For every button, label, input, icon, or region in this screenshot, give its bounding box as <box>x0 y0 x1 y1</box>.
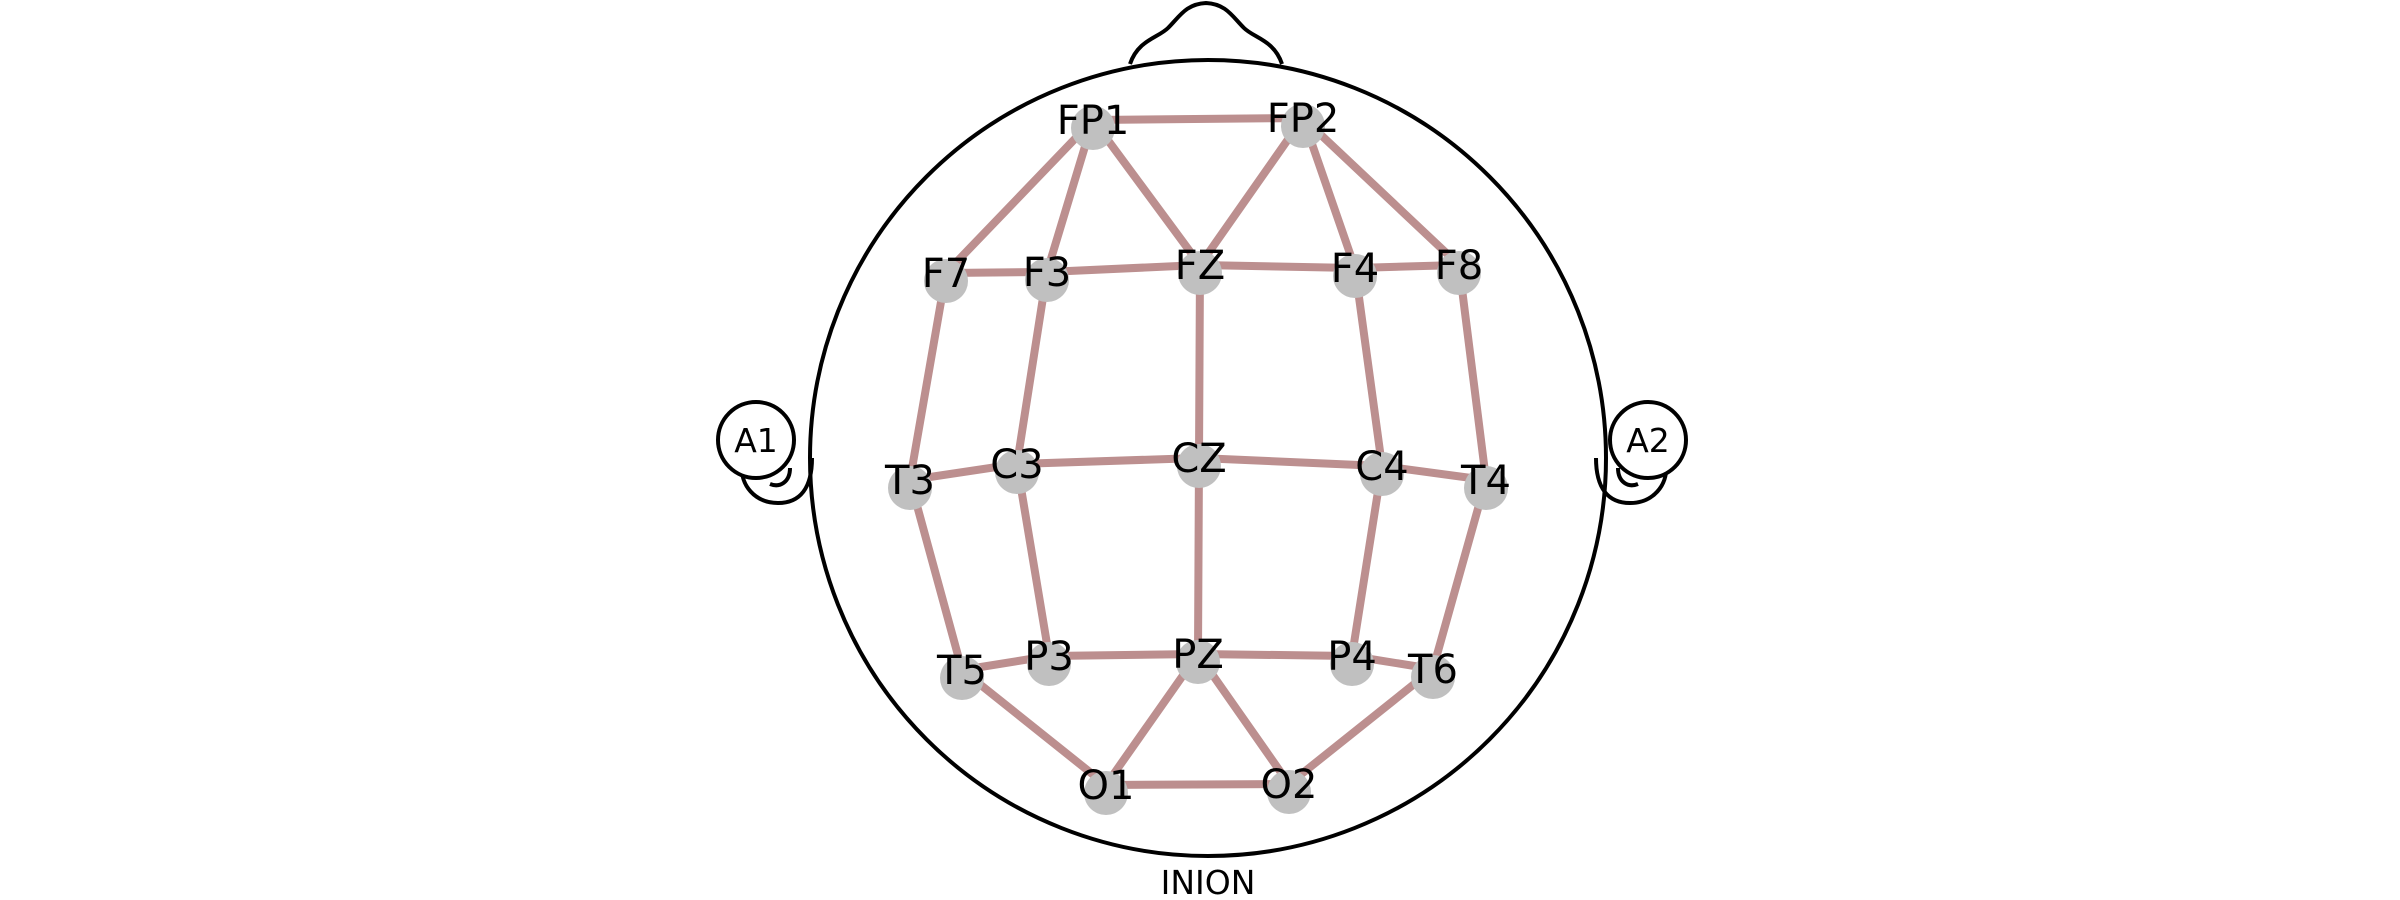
electrode-label-fp2: FP2 <box>1267 96 1340 142</box>
electrode-o1: O1 <box>1078 763 1135 815</box>
electrode-f8: F8 <box>1435 243 1483 295</box>
electrode-t6: T6 <box>1407 647 1458 699</box>
electrode-dot-p4 <box>1330 642 1374 686</box>
electrode-label-t4: T4 <box>1460 458 1511 504</box>
electrode-p3: P3 <box>1024 634 1074 686</box>
connection-f4-c4 <box>1351 264 1386 470</box>
left-ear-lobe <box>739 457 814 506</box>
electrode-dot-fp2 <box>1281 104 1325 148</box>
electrode-dot-t3 <box>888 466 932 510</box>
electrode-dot-f3 <box>1025 258 1069 302</box>
electrode-label-t5: T5 <box>936 648 987 694</box>
electrode-dot-f8 <box>1437 251 1481 295</box>
connection-fp2-f8 <box>1299 114 1463 269</box>
connection-fp1-fp2 <box>1089 114 1307 124</box>
connection-t5-o1 <box>958 666 1110 789</box>
right-ear-inner <box>1616 467 1639 488</box>
electrode-label-o2: O2 <box>1261 762 1318 808</box>
electrode-t5: T5 <box>936 648 987 700</box>
left-ear-inner <box>769 467 792 488</box>
electrode-pz: PZ <box>1172 632 1224 684</box>
connection-t3-t5 <box>906 476 966 674</box>
right-ear-label: A2 <box>1626 421 1670 460</box>
electrode-f3: F3 <box>1023 250 1071 302</box>
electrode-label-f4: F4 <box>1331 246 1379 292</box>
electrode-dot-o1 <box>1084 771 1128 815</box>
connection-o1-o2 <box>1102 780 1293 789</box>
electrode-dot-c4 <box>1360 452 1404 496</box>
electrode-dot-c3 <box>995 450 1039 494</box>
connection-c4-p4 <box>1348 462 1386 660</box>
electrode-label-t6: T6 <box>1407 647 1458 693</box>
electrode-dot-t6 <box>1411 655 1455 699</box>
connection-f3-c3 <box>1013 268 1051 468</box>
electrode-label-fp1: FP1 <box>1057 98 1130 144</box>
electrode-dot-f7 <box>924 259 968 303</box>
electrode-t3: T3 <box>884 458 935 510</box>
electrode-fp2: FP2 <box>1267 96 1340 148</box>
electrode-fp1: FP1 <box>1057 98 1130 150</box>
electrode-label-f8: F8 <box>1435 243 1483 289</box>
right-ear-lobe <box>1594 457 1669 506</box>
connection-cz-c4 <box>1195 454 1386 470</box>
connection-fp1-f7 <box>942 116 1097 277</box>
connection-c3-p3 <box>1013 460 1053 660</box>
electrode-fz: FZ <box>1175 243 1225 295</box>
electrode-dot-t5 <box>940 656 984 700</box>
nose-outline <box>1128 0 1284 65</box>
connection-fp2-fz <box>1196 114 1307 269</box>
connection-fz-cz <box>1195 261 1204 462</box>
connection-t6-o2 <box>1285 665 1437 788</box>
electrode-dot-p3 <box>1027 642 1071 686</box>
electrode-label-fz: FZ <box>1175 243 1225 289</box>
electrode-t4: T4 <box>1460 458 1511 510</box>
connection-t4-t6 <box>1429 476 1490 673</box>
electrode-label-cz: CZ <box>1171 436 1226 482</box>
right-ear: A2 <box>1594 400 1688 506</box>
electrode-cz: CZ <box>1171 436 1227 488</box>
connection-f7-t3 <box>906 269 950 484</box>
electrode-label-p4: P4 <box>1327 634 1377 680</box>
electrode-dot-pz <box>1176 640 1220 684</box>
electrode-label-o1: O1 <box>1078 763 1135 809</box>
electrode-o2: O2 <box>1261 762 1318 814</box>
connection-c3-cz <box>1013 454 1203 468</box>
electrode-label-t3: T3 <box>884 458 935 504</box>
electrode-dot-o2 <box>1267 770 1311 814</box>
left-ear-label: A1 <box>734 421 778 460</box>
electrode-label-c3: C3 <box>990 442 1043 488</box>
electrode-label-c4: C4 <box>1355 444 1408 490</box>
electrode-f4: F4 <box>1331 246 1379 298</box>
electrode-connections <box>906 114 1490 789</box>
connection-f8-t4 <box>1455 261 1490 484</box>
electrode-f7: F7 <box>922 251 970 303</box>
electrode-dot-fz <box>1178 251 1222 295</box>
electrode-dot-f4 <box>1333 254 1377 298</box>
electrode-p4: P4 <box>1327 634 1377 686</box>
electrode-label-f3: F3 <box>1023 250 1071 296</box>
connection-pz-p4 <box>1194 650 1356 660</box>
electrode-label-pz: PZ <box>1172 632 1224 678</box>
left-ear-marker <box>716 400 796 480</box>
electrode-label-p3: P3 <box>1024 634 1074 680</box>
electrode-dot-t4 <box>1464 466 1508 510</box>
electrode-dot-fp1 <box>1071 106 1115 150</box>
right-ear-marker <box>1608 400 1688 480</box>
electrode-c4: C4 <box>1355 444 1409 496</box>
head-outline: A1 A2 INION <box>716 0 1688 900</box>
electrode-c3: C3 <box>990 442 1044 494</box>
connection-cz-pz <box>1194 454 1203 658</box>
connection-p3-pz <box>1045 650 1202 660</box>
left-ear: A1 <box>716 400 814 506</box>
connection-fz-f4 <box>1196 261 1359 272</box>
connection-fp1-fz <box>1089 116 1204 269</box>
inion-label: INION <box>1161 863 1256 900</box>
electrode-dot-cz <box>1177 444 1221 488</box>
electrode-label-f7: F7 <box>922 251 970 297</box>
connection-f3-fz <box>1043 261 1204 276</box>
